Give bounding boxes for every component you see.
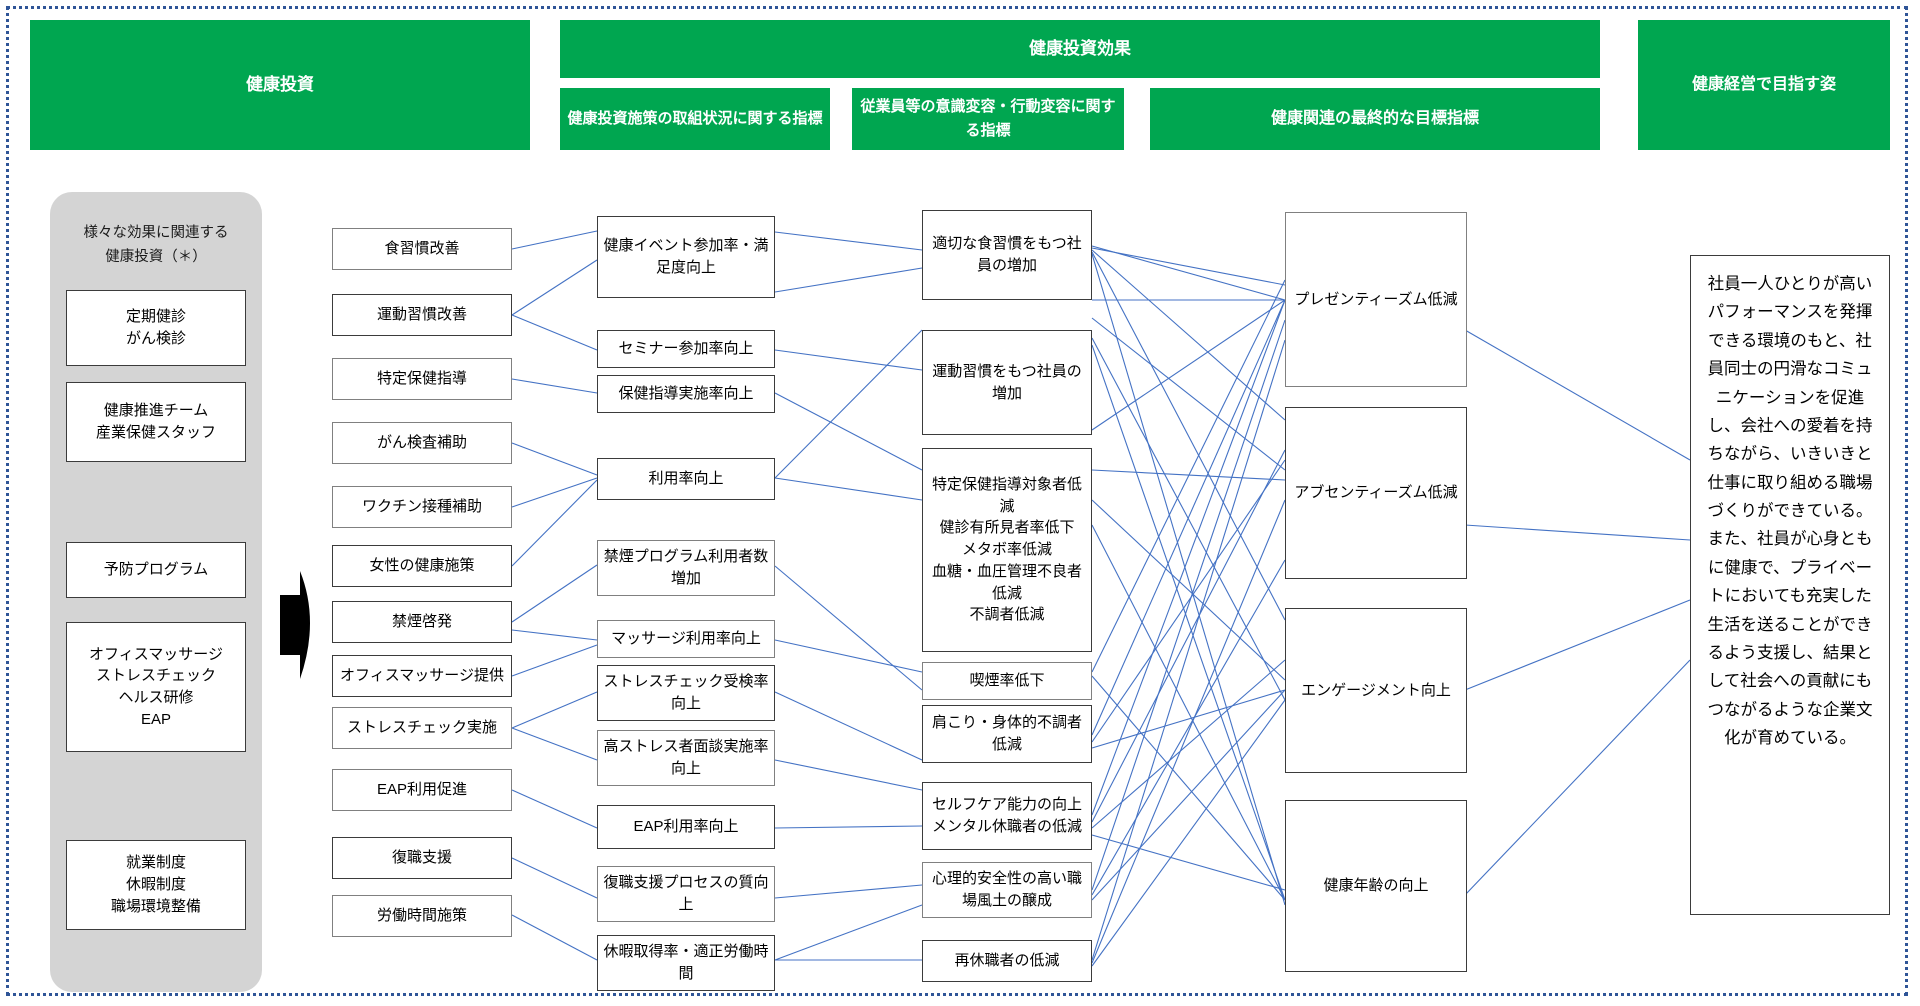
vision-statement: 社員一人ひとりが高いパフォーマンスを発揮できる環境のもと、社員同士の円滑なコミュ… (1690, 255, 1890, 915)
behavior-kpi-0[interactable]: 適切な食習慣をもつ社員の増加 (922, 210, 1092, 300)
measure-6[interactable]: 禁煙啓発 (332, 601, 512, 643)
behavior-kpi-6[interactable]: 心理的安全性の高い職場風土の醸成 (922, 862, 1092, 918)
measure-1[interactable]: 運動習慣改善 (332, 294, 512, 336)
final-kpi-1[interactable]: アブセンティーズム低減 (1285, 407, 1467, 579)
measure-10[interactable]: 復職支援 (332, 837, 512, 879)
activity-kpi-7[interactable]: 高ストレス者面談実施率向上 (597, 730, 775, 786)
header-health-investment: 健康投資 (30, 20, 530, 150)
investment-item-3[interactable]: オフィスマッサージ ストレスチェック ヘルス研修 EAP (66, 622, 246, 752)
behavior-kpi-2[interactable]: 特定保健指導対象者低減 健診有所見者率低下 メタボ率低減 血糖・血圧管理不良者低… (922, 448, 1092, 652)
measure-11[interactable]: 労働時間施策 (332, 895, 512, 937)
measure-2[interactable]: 特定保健指導 (332, 358, 512, 400)
header-activity-indicator: 健康投資施策の取組状況に関する指標 (560, 88, 830, 150)
final-kpi-0[interactable]: プレゼンティーズム低減 (1285, 212, 1467, 387)
header-health-investment-effect: 健康投資効果 (560, 20, 1600, 78)
measure-3[interactable]: がん検査補助 (332, 422, 512, 464)
investment-item-0[interactable]: 定期健診 がん検診 (66, 290, 246, 366)
activity-kpi-4[interactable]: 禁煙プログラム利用者数増加 (597, 540, 775, 596)
activity-kpi-1[interactable]: セミナー参加率向上 (597, 330, 775, 368)
final-kpi-2[interactable]: エンゲージメント向上 (1285, 608, 1467, 773)
activity-kpi-8[interactable]: EAP利用率向上 (597, 805, 775, 849)
header-vision: 健康経営で目指す姿 (1638, 20, 1890, 150)
behavior-kpi-3[interactable]: 喫煙率低下 (922, 662, 1092, 700)
flow-arrow-icon (276, 565, 328, 685)
measure-8[interactable]: ストレスチェック実施 (332, 707, 512, 749)
investment-item-1[interactable]: 健康推進チーム 産業保健スタッフ (66, 382, 246, 462)
activity-kpi-10[interactable]: 休暇取得率・適正労働時間 (597, 935, 775, 991)
measure-0[interactable]: 食習慣改善 (332, 228, 512, 270)
activity-kpi-5[interactable]: マッサージ利用率向上 (597, 620, 775, 658)
behavior-kpi-7[interactable]: 再休職者の低減 (922, 940, 1092, 982)
behavior-kpi-1[interactable]: 運動習慣をもつ社員の増加 (922, 330, 1092, 435)
investment-item-4[interactable]: 就業制度 休暇制度 職場環境整備 (66, 840, 246, 930)
behavior-kpi-5[interactable]: セルフケア能力の向上 メンタル休職者の低減 (922, 782, 1092, 850)
activity-kpi-9[interactable]: 復職支援プロセスの質向上 (597, 866, 775, 922)
header-final-indicator: 健康関連の最終的な目標指標 (1150, 88, 1600, 150)
activity-kpi-3[interactable]: 利用率向上 (597, 458, 775, 500)
activity-kpi-0[interactable]: 健康イベント参加率・満足度向上 (597, 216, 775, 298)
measure-7[interactable]: オフィスマッサージ提供 (332, 655, 512, 697)
measure-5[interactable]: 女性の健康施策 (332, 545, 512, 587)
behavior-kpi-4[interactable]: 肩こり・身体的不調者低減 (922, 705, 1092, 763)
measure-4[interactable]: ワクチン接種補助 (332, 486, 512, 528)
header-behavior-indicator: 従業員等の意識変容・行動変容に関する指標 (852, 88, 1124, 150)
activity-kpi-6[interactable]: ストレスチェック受検率向上 (597, 665, 775, 721)
measure-9[interactable]: EAP利用促進 (332, 769, 512, 811)
health-investment-panel-title: 様々な効果に関連する 健康投資（＊） (83, 225, 229, 265)
diagram-outer-frame (6, 6, 1908, 996)
activity-kpi-2[interactable]: 保健指導実施率向上 (597, 375, 775, 413)
final-kpi-3[interactable]: 健康年齢の向上 (1285, 800, 1467, 972)
investment-item-2[interactable]: 予防プログラム (66, 542, 246, 598)
